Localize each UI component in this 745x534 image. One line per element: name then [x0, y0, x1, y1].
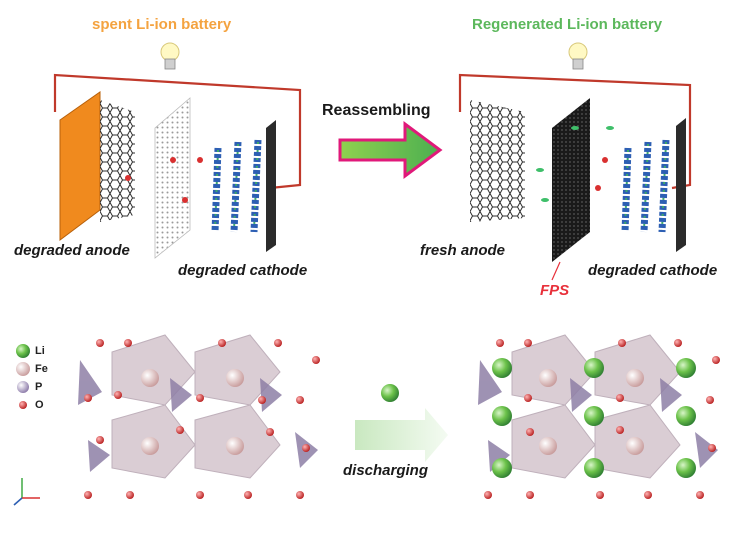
separator: [154, 97, 191, 259]
fps-separator: [552, 98, 590, 262]
o-atoms: [84, 339, 320, 499]
regenerated-battery-title: Regenerated Li-ion battery: [472, 16, 663, 33]
legend-label: Li: [35, 345, 45, 357]
spent-battery-title: spent Li-ion battery: [92, 16, 232, 33]
discharging-label: discharging: [343, 462, 429, 479]
lattice-after: [478, 334, 720, 499]
legend-label: Fe: [35, 363, 48, 375]
spent-battery: [53, 42, 302, 259]
cathode-current-collector: [676, 118, 686, 252]
o-atoms: [484, 339, 720, 499]
degraded-cathode-label-right: degraded cathode: [588, 262, 718, 279]
reassembling-label: Reassembling: [322, 102, 431, 119]
graphite-layers: [100, 100, 135, 222]
legend-item-p: P: [14, 378, 48, 396]
fe-atoms: [141, 369, 244, 455]
anode-current-collector: [59, 91, 101, 241]
legend-label: O: [35, 399, 44, 411]
fresh-anode-label: fresh anode: [420, 242, 506, 259]
cathode-particles: [621, 139, 670, 233]
li-atoms: [492, 358, 696, 478]
fps-label: FPS: [540, 282, 570, 299]
light-bulb-icon: [160, 42, 180, 70]
discharging-arrow: [355, 384, 448, 462]
cathode-particles: [211, 139, 262, 233]
element-legend: Li Fe P O: [14, 342, 48, 414]
lattice-before: [78, 334, 320, 499]
legend-item-li: Li: [14, 342, 48, 360]
legend-item-fe: Fe: [14, 360, 48, 378]
cathode-current-collector: [266, 120, 276, 252]
reassembling-arrow: [338, 121, 443, 179]
fe-atoms: [539, 369, 644, 455]
light-bulb-icon: [568, 42, 588, 70]
legend-label: P: [35, 381, 43, 393]
graphite-layers: [470, 100, 525, 222]
degraded-anode-label: degraded anode: [14, 242, 130, 259]
legend-item-o: O: [14, 396, 48, 414]
axis-indicator-icon: [13, 478, 40, 506]
degraded-cathode-label-left: degraded cathode: [178, 262, 308, 279]
regenerated-battery: [458, 42, 692, 281]
